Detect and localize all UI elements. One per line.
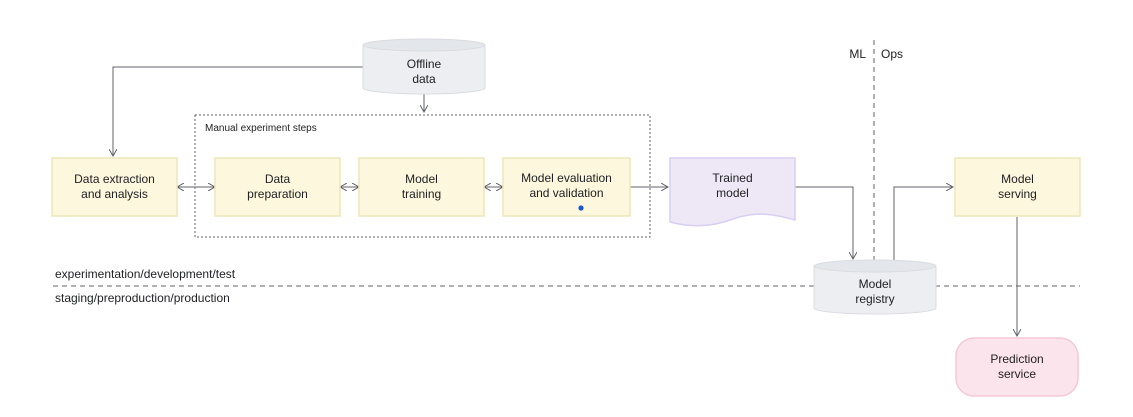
- connector-offline-to-extraction: [113, 66, 363, 156]
- manual-experiment-group: [194, 114, 651, 238]
- data-extraction-box: [51, 157, 178, 217]
- manual-experiment-label: Manual experiment steps: [205, 123, 317, 134]
- selection-dot-icon: [578, 205, 584, 211]
- ops-zone-label: Ops: [881, 47, 904, 61]
- model-evaluation-box: [502, 157, 631, 217]
- model-registry-node: [813, 259, 937, 315]
- data-preparation-box: [214, 157, 341, 217]
- trained-model-node: [669, 157, 796, 227]
- connector-registry-to-serving: [893, 187, 953, 260]
- offline-data-node: [362, 38, 486, 95]
- upper-stage-label: experimentation/development/test: [55, 267, 236, 281]
- prediction-service-node: [955, 337, 1079, 397]
- model-serving-box: [954, 157, 1081, 217]
- ml-zone-label: ML: [849, 47, 866, 61]
- connector-trained-model-to-registry: [795, 186, 853, 259]
- model-training-box: [358, 157, 485, 217]
- lower-stage-label: staging/preproduction/production: [55, 291, 230, 305]
